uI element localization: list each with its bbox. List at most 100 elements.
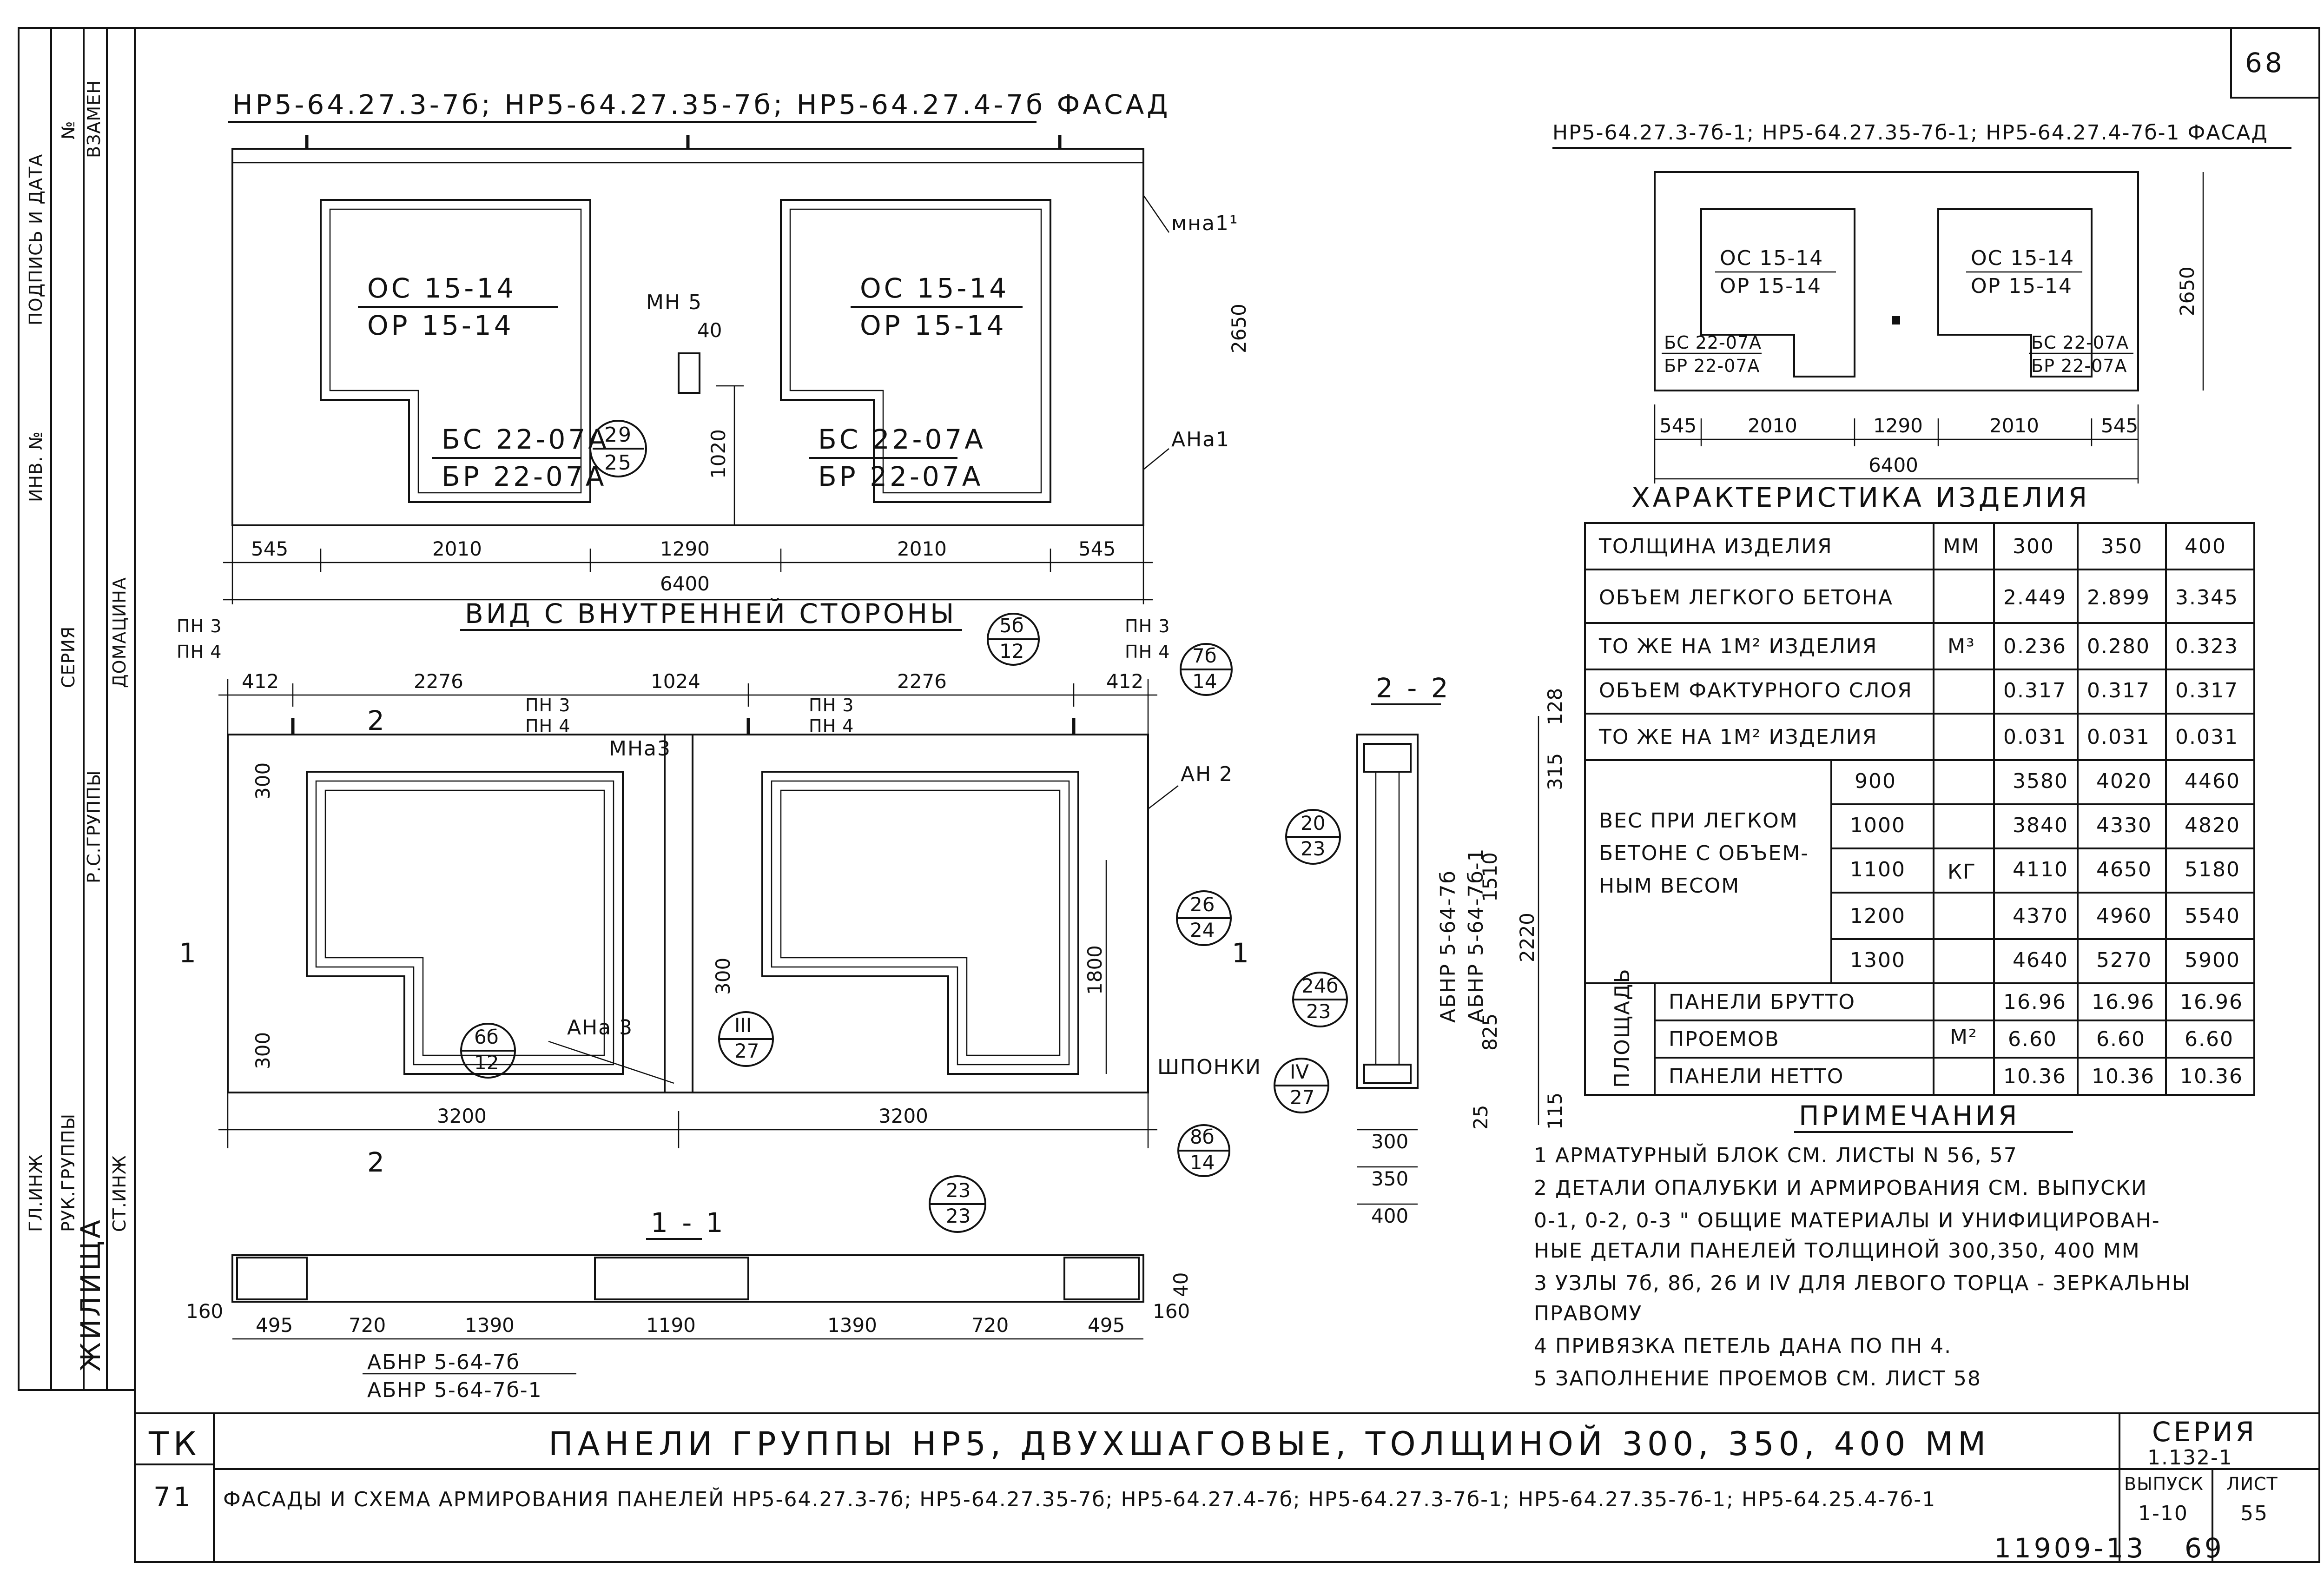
node-callout-bottom: 14 [1192, 670, 1217, 693]
stamp-strip [18, 27, 136, 1391]
dim-bottom: 2010 [1989, 414, 2039, 437]
dim-total: 6400 [1868, 454, 1918, 477]
node-callout-top: 26 [1190, 893, 1215, 916]
row-value: 350 [2101, 535, 2143, 558]
row-value: 2.899 [2087, 586, 2150, 609]
row-value: 0.317 [2175, 679, 2238, 702]
node-callout: 20 23 [1285, 809, 1341, 865]
dim-bottom: 400 [1371, 1205, 1408, 1227]
note-line: 0-1, 0-2, 0-3 " ОБЩИЕ МАТЕРИАЛЫ И УНИФИЦ… [1534, 1209, 2160, 1232]
window-label-bottom: ОР 15-14 [1971, 274, 2073, 298]
node-callout: 7б 14 [1180, 643, 1233, 696]
node-callout-bottom: 24 [1190, 919, 1215, 941]
stamp-text: ГЛ.ИНЖ [26, 1154, 46, 1232]
inner-opening-right [761, 771, 1079, 1075]
stamp-text: ЖИЛИЩА [75, 1217, 106, 1371]
area-value: 10.36 [2003, 1065, 2067, 1088]
row-value: 0.317 [2087, 679, 2150, 702]
node-callout-top: 24б [1301, 974, 1338, 997]
opening-right [780, 199, 1051, 503]
weight-value: 4820 [2185, 814, 2240, 837]
weight-value: 5180 [2185, 858, 2240, 881]
dim-11: 495 [256, 1314, 293, 1337]
row-unit: ММ [1943, 535, 1980, 558]
dim-bottom: 545 [1659, 414, 1697, 437]
node-callout-top: 23 [946, 1179, 971, 1202]
table-row: ТО ЖЕ НА 1М² ИЗДЕЛИЯ 0.031 0.031 0.031 [1598, 725, 2238, 749]
stamp-text: СТ.ИНЖ [109, 1155, 130, 1232]
node-callout-bottom: 27 [734, 1040, 759, 1062]
row-value: 0.317 [2003, 679, 2067, 702]
weight-row: 1000 3840 4330 4820 [1850, 814, 2240, 837]
dim-2650: 2650 [2176, 266, 2199, 316]
series-value: 1.132-1 [2147, 1446, 2233, 1470]
weight-value: 4020 [2096, 769, 2152, 793]
dim-300: 300 [712, 958, 734, 995]
door-label-top: БС 22-07А [818, 424, 986, 455]
window-label-bottom: ОР 15-14 [1720, 274, 1822, 298]
row-value: 300 [2013, 535, 2054, 558]
node-callout-top: 5б [999, 614, 1024, 637]
node-callout: 8б 14 [1177, 1124, 1230, 1177]
issue-label: ВЫПУСК [2124, 1474, 2204, 1494]
dim-bottom: 1290 [1873, 414, 1923, 437]
dim-top: 2276 [897, 670, 947, 693]
window-label-top: ОС 15-14 [860, 272, 1009, 304]
weight-row: 1300 4640 5270 5900 [1850, 948, 2240, 972]
area-label: ПЛОЩАДЬ [1611, 968, 1634, 1088]
table-row: ОБЪЕМ ЛЕГКОГО БЕТОНА 2.449 2.899 3.345 [1599, 586, 2238, 609]
dim-300: 300 [251, 762, 274, 800]
footer-doc: 11909-13 [1994, 1532, 2146, 1564]
abnr-label: АБНР 5-64-7б [367, 1351, 520, 1374]
density: 1300 [1850, 948, 1906, 972]
mn5-plate [678, 352, 700, 394]
section-22: 2 - 2 20 23 24б 23 АБНР 5-64-7б АБНР 5-6… [1285, 672, 1566, 1227]
area-value: 16.96 [2092, 990, 2155, 1014]
weight-value: 5900 [2185, 948, 2240, 972]
pn3-label: ПН 3 [525, 695, 570, 715]
window-label-top: ОС 15-14 [1971, 246, 2074, 270]
label-an2: АН 2 [1181, 762, 1233, 786]
dim-top: 2276 [414, 670, 463, 693]
door-label-top: БС 22-07А [1664, 332, 1762, 353]
row-value: 0.031 [2175, 725, 2238, 749]
abnr-label: АБНР 5-64-7б-1 [1464, 848, 1488, 1023]
dim-bottom: 3200 [878, 1105, 928, 1127]
node-callout-top: 20 [1301, 812, 1325, 834]
area-row: ПРОЕМОВ 6.60 6.60 6.60 [1669, 1027, 2233, 1051]
label-shponki: ШПОНКИ [1157, 1055, 1261, 1079]
node-callout: IV 27 [1274, 1058, 1329, 1113]
note-line: 4 ПРИВЯЗКА ПЕТЕЛЬ ДАНА ПО ПН 4. [1534, 1334, 1952, 1358]
subtitle: ФАСАДЫ И СХЕМА АРМИРОВАНИЯ ПАНЕЛЕЙ НР5-6… [223, 1487, 1936, 1511]
node-callout-top: III [734, 1014, 752, 1037]
facade-main: НР5-64.27.3-7б; НР5-64.27.35-7б; НР5-64.… [223, 89, 1250, 604]
weight-value: 4650 [2096, 858, 2152, 881]
area-row-label: ПАНЕЛИ БРУТТО [1669, 990, 1855, 1014]
row-value: 400 [2185, 535, 2226, 558]
node-callout-top: 6б [474, 1026, 499, 1048]
dim-top: 412 [242, 670, 279, 693]
opening-left [320, 199, 591, 503]
node-callout: 26 24 [1176, 890, 1232, 946]
weight-value: 3580 [2013, 769, 2068, 793]
node-callout-29 [589, 420, 647, 477]
stamp-text: ИНВ. № [26, 431, 46, 502]
weight-row: 1200 4370 4960 5540 [1850, 904, 2239, 928]
dim-1020: 1020 [707, 429, 730, 479]
mn5-label: МН 5 [646, 291, 702, 314]
notes: ПРИМЕЧАНИЯ 1 АРМАТУРНЫЙ БЛОК СМ. ЛИСТЫ N… [1534, 1100, 2190, 1391]
stamp-text: Р.С.ГРУППЫ [84, 770, 104, 883]
area-row-label: ПРОЕМОВ [1669, 1027, 1780, 1051]
inner-view: ВИД С ВНУТРЕННЕЙ СТОРОНЫ 412 2276 1024 2… [177, 597, 1329, 1178]
area-row-label: ПАНЕЛИ НЕТТО [1669, 1065, 1844, 1088]
node-callout: 23 23 [929, 1175, 986, 1233]
area-value: 10.36 [2180, 1065, 2243, 1088]
label-ana3: АНа 3 [567, 1016, 633, 1040]
inner-opening-left [306, 771, 624, 1075]
section-marker-2: 2 [367, 705, 387, 736]
area-value: 16.96 [2180, 990, 2243, 1014]
series-label: СЕРИЯ [2152, 1416, 2257, 1448]
note-line: 2 ДЕТАЛИ ОПАЛУБКИ И АРМИРОВАНИЯ СМ. ВЫПУ… [1534, 1176, 2147, 1200]
dim-right: 2220 [1516, 913, 1538, 962]
inner-panel [227, 734, 1149, 1093]
